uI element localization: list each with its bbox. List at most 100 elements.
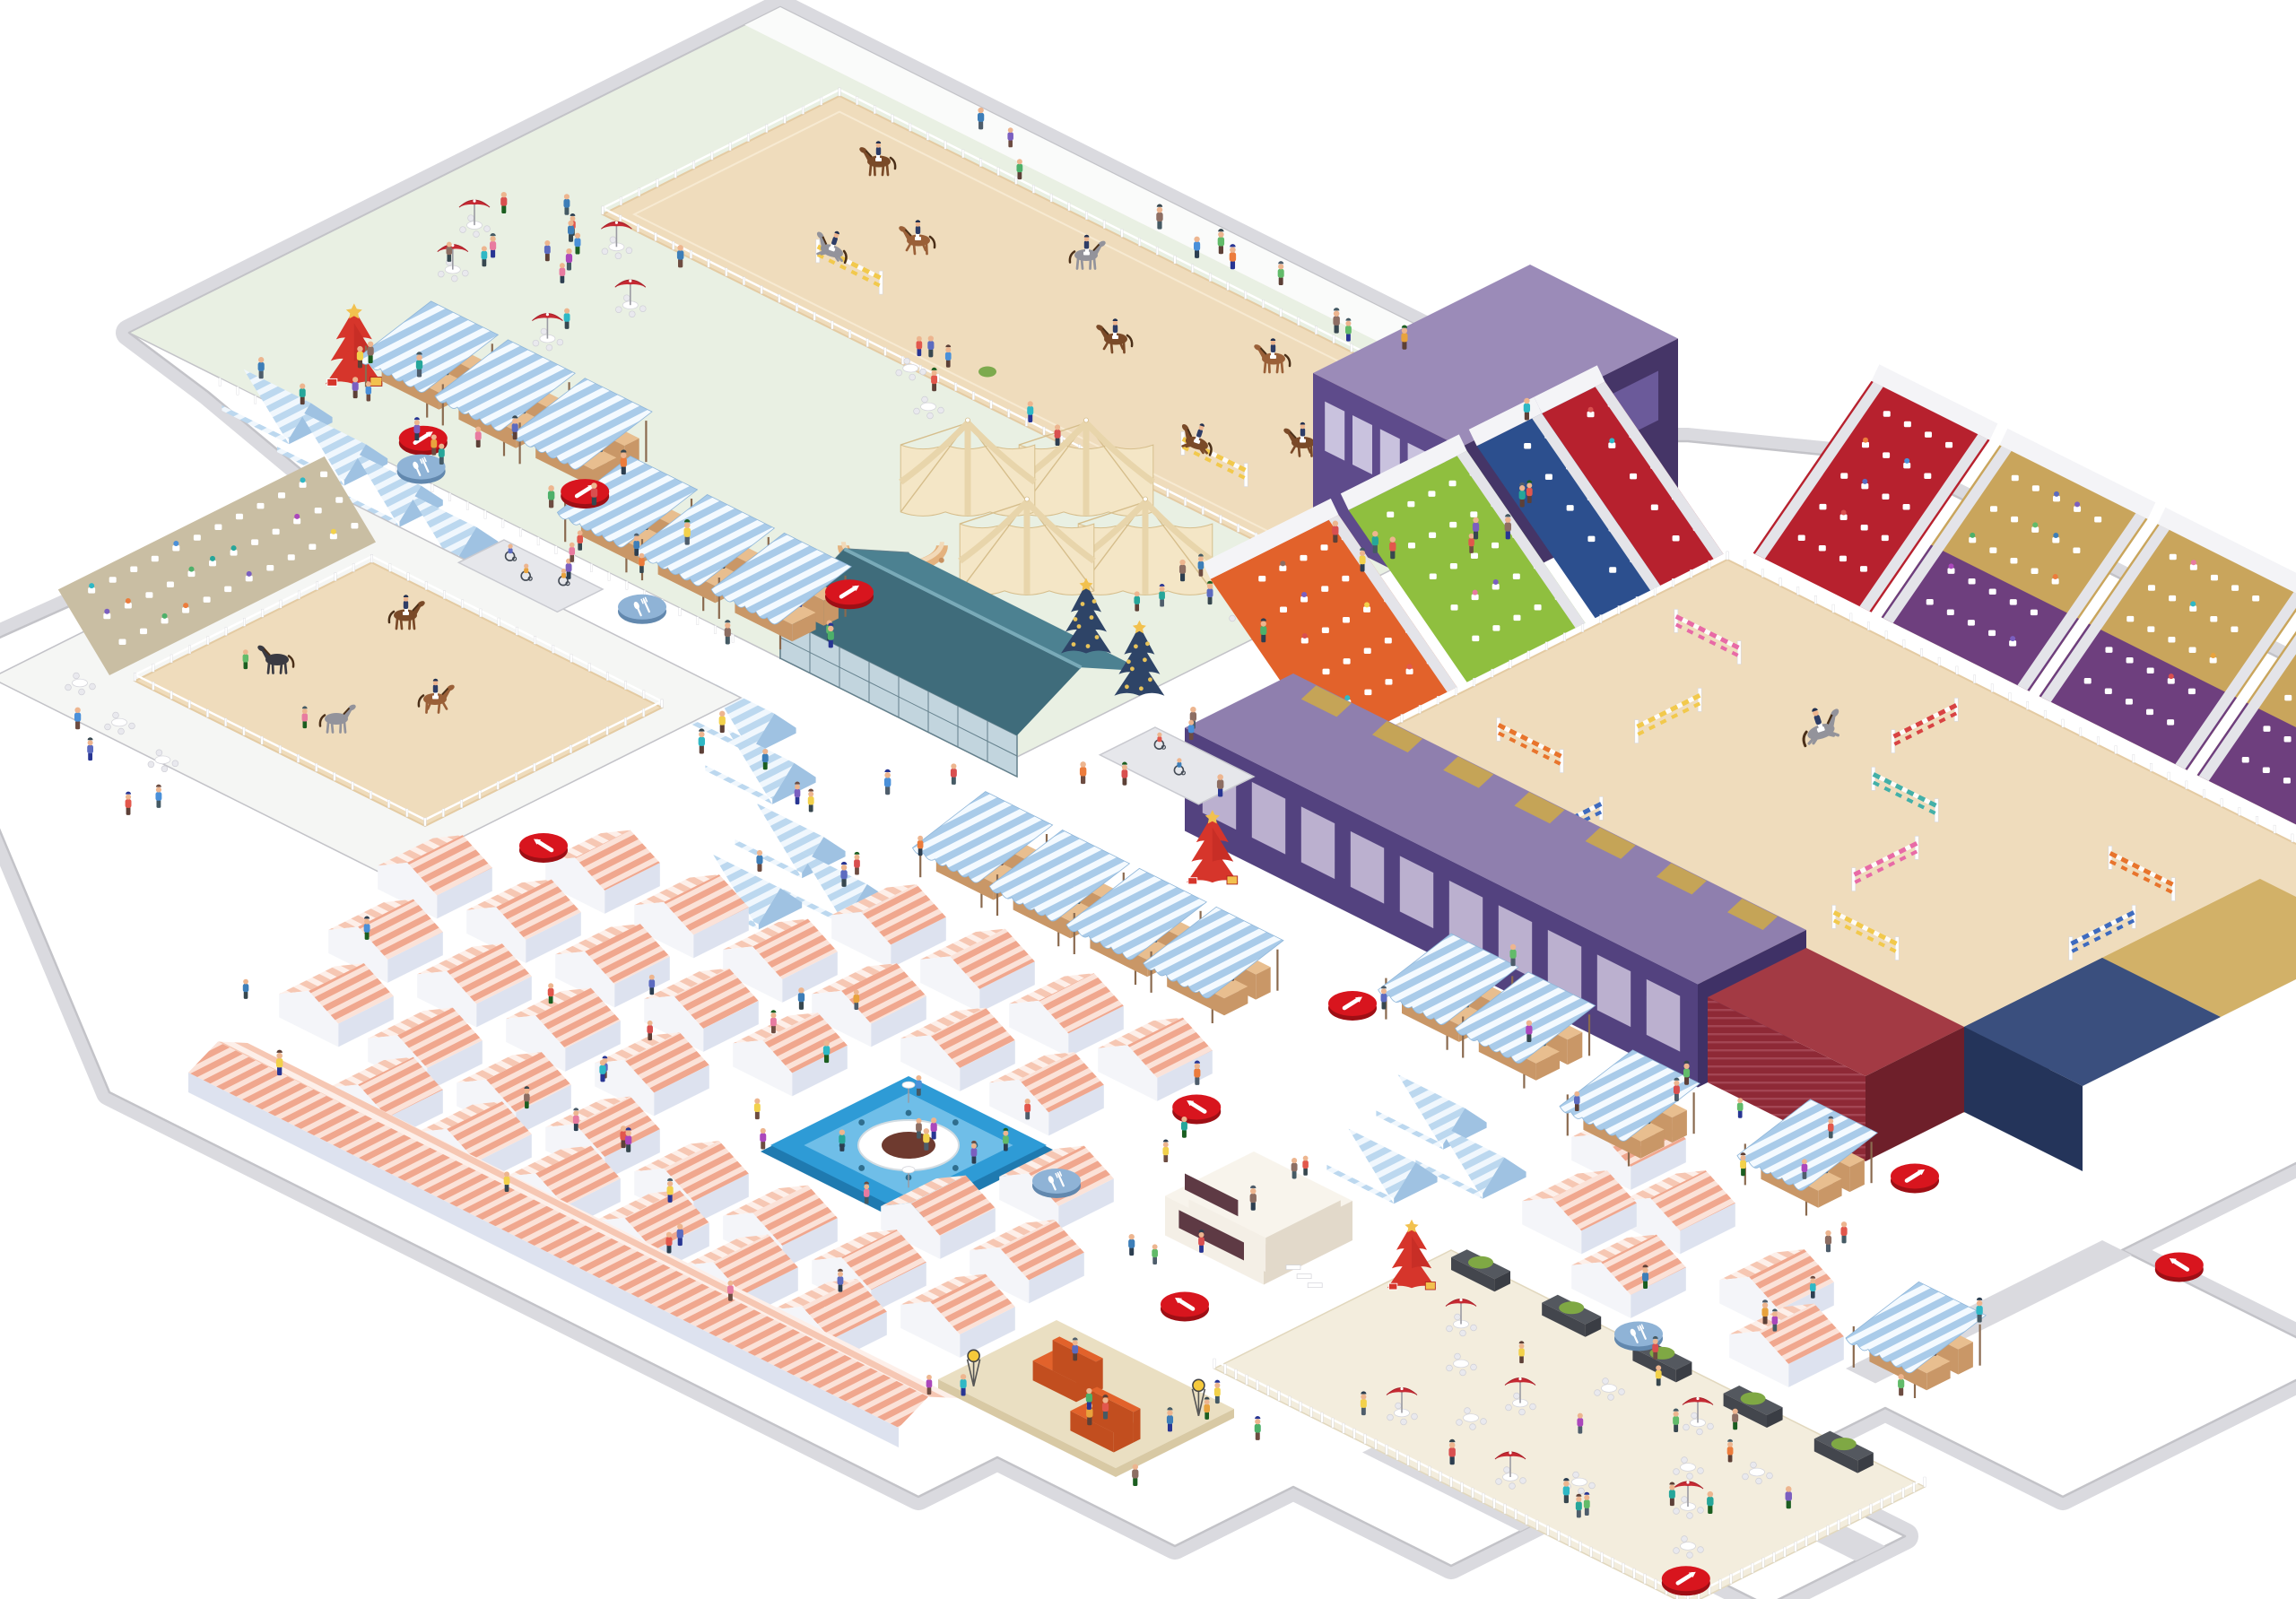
visitor [620,1125,627,1149]
visitor [1332,520,1339,543]
visitor [1054,424,1061,446]
visitor [761,748,769,770]
jump-obstacle [1851,836,1919,891]
visitor [1166,1407,1174,1432]
visitor [1016,159,1023,180]
visitor [1898,1374,1905,1396]
umbrella-table [437,244,469,282]
visitor [1162,1139,1170,1163]
visitor [363,916,370,940]
visitor [474,426,482,448]
visitor [599,1059,606,1082]
market-stall [900,1273,1015,1358]
visitor [927,335,935,358]
grandstand-section [1534,365,1724,586]
visitor [1187,719,1195,741]
visitor [1132,1464,1139,1487]
market-stall [644,968,759,1052]
visitor [1652,1335,1659,1360]
visitor [1359,547,1366,572]
umbrella-table [614,279,647,317]
visitor [944,344,952,368]
cafe-terrace-zone [1213,1219,1926,1599]
cafe-table [1673,1456,1704,1480]
cafe-table [1742,1461,1773,1485]
visitor [760,1127,767,1150]
visitor [87,737,93,761]
visitor [500,191,508,214]
visitor [1345,317,1352,342]
visitor [1673,1077,1680,1102]
direction-arrow-sign [519,833,568,863]
visitor [1472,517,1480,540]
umbrella-table [1682,1396,1714,1436]
market-stall [970,1220,1084,1304]
visitor [1726,1438,1734,1463]
cafe-table [895,357,926,381]
market-stall [920,928,1035,1012]
wheelchair-visitor [1153,732,1167,751]
wheelchair-visitor [504,543,517,561]
visitor [807,788,814,813]
visitor [1707,1490,1714,1514]
cafe-table [65,672,96,696]
garland-tree [1114,620,1165,696]
horse [1254,338,1292,374]
visitor [74,707,82,730]
visitor [446,241,453,262]
horse [257,645,295,674]
market-stall [812,963,926,1047]
visitor [1193,236,1201,258]
horse [816,230,848,265]
jump-obstacle [2108,846,2176,901]
visitor [1736,1098,1744,1118]
visitor [926,1374,933,1395]
umbrella-table [1494,1451,1526,1490]
direction-arrow-sign [561,479,610,509]
food-court-icon [1032,1169,1081,1198]
visitor [1740,1152,1746,1177]
visitor [574,232,581,255]
cafe-table [1673,1535,1704,1559]
storage-tent [705,729,816,804]
visitor [1801,1159,1808,1179]
market-canopy-stall-row [1845,1281,1987,1398]
visitor [569,542,576,562]
umbrella-table [532,313,564,352]
visitor [301,706,309,729]
visitor [1128,1233,1135,1256]
visitor [1204,1396,1210,1420]
visitor [1178,559,1187,582]
visitor [863,1181,870,1204]
visitor [794,781,801,804]
jump-obstacle [1634,688,1702,743]
visitor [1072,1337,1079,1361]
visitor [1468,533,1474,553]
info-building [1165,1151,1352,1289]
market-stall [279,963,394,1047]
visitor [503,1171,510,1193]
market-stall [1522,1170,1637,1255]
visitor [718,710,726,734]
visitor [1277,261,1284,285]
visitor [916,335,923,357]
interview-stage-zone [938,1320,1234,1477]
jump-obstacle [1496,717,1564,773]
visitor [352,377,359,399]
market-stall [417,943,532,1028]
visitor [511,415,518,440]
market-stall [1571,1234,1686,1318]
visitor [563,308,570,329]
horse [1096,318,1134,354]
horse [1068,234,1106,270]
visitor [590,482,598,506]
long-stall-row [188,1041,958,1447]
market-stall [1009,973,1124,1057]
visitor [242,978,249,999]
market-village-zone [188,791,1987,1447]
visitor [1574,1091,1580,1112]
visitor [1152,1244,1158,1264]
cafe-table [147,749,179,773]
visitor [547,485,555,508]
visitor-crowds [74,107,1983,1518]
